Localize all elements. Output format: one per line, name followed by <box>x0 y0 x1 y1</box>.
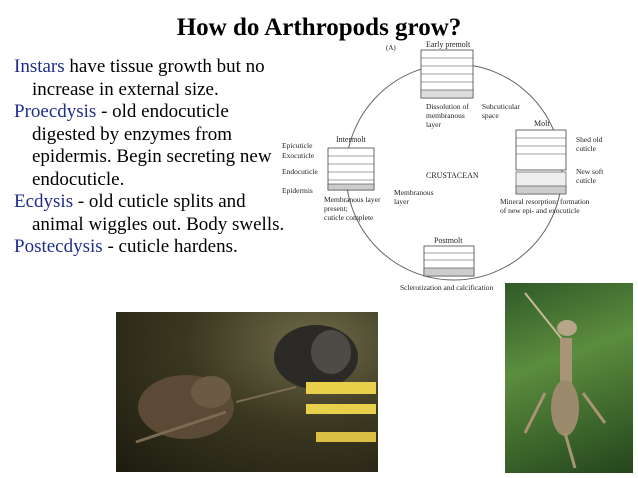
label-mineral-1: Mineral resorption; formation <box>500 197 590 206</box>
bullet-list: Instars have tissue growth but no increa… <box>14 56 294 259</box>
desc-postecdysis: - cuticle hardens. <box>102 236 238 257</box>
label-epicuticle: Epicuticle <box>282 141 313 150</box>
label-subcuticular-2: space <box>482 111 499 120</box>
label-intermolt: Intermolt <box>336 135 367 144</box>
label-new-soft-2: cuticle <box>576 176 597 185</box>
label-shed-2: cuticle <box>576 144 597 153</box>
label-exocuticle: Exocuticle <box>282 151 315 160</box>
label-molt: Molt <box>534 119 550 128</box>
label-sclerotization-1: Sclerotization and calcification <box>400 283 494 292</box>
bullet-proecdysis: Proecdysis - old endocuticle digested by… <box>14 101 294 191</box>
slide-title: How do Arthropods grow? <box>176 14 462 41</box>
label-crustacean: CRUSTACEAN <box>426 171 479 180</box>
bullet-instars: Instars have tissue growth but no increa… <box>14 56 294 101</box>
label-dissolution-2: membranous <box>426 111 465 120</box>
label-membranous-layer-2: layer <box>394 197 409 206</box>
block-early-premolt <box>420 49 474 99</box>
desc-instars: have tissue growth but no increase in ex… <box>32 56 265 100</box>
label-membranous-layer-1: Membranous <box>394 188 434 197</box>
label-new-soft-1: New soft <box>576 167 604 176</box>
term-proecdysis: Proecdysis <box>14 101 97 122</box>
dragonfly-molt-photo <box>116 312 378 472</box>
label-mineral-2: of new epi- and exocuticle <box>500 206 580 215</box>
label-endocuticle: Endocuticle <box>282 167 318 176</box>
desc-ecdysis: - old cuticle splits and animal wiggles … <box>32 191 285 235</box>
label-membranous-present-1: Membranous layer <box>324 195 381 204</box>
label-epidermis: Epidermis <box>282 186 313 195</box>
label-early-premolt: Early premolt <box>426 40 471 49</box>
block-postmolt <box>423 245 475 277</box>
diagram-panel-label: (A) <box>386 44 396 52</box>
label-dissolution-1: Dissolution of <box>426 102 469 111</box>
label-postmolt: Postmolt <box>434 236 463 245</box>
bullet-ecdysis: Ecdysis - old cuticle splits and animal … <box>14 191 294 236</box>
desc-proecdysis: - old endocuticle digested by enzymes fr… <box>32 101 272 190</box>
label-membranous-present-2: present; <box>324 204 348 213</box>
bullet-postecdysis: Postecdysis - cuticle hardens. <box>14 236 294 259</box>
molt-cycle-diagram: (A) Early premolt Dissolution of membran… <box>282 40 604 292</box>
label-membranous-present-3: cuticle complete <box>324 213 374 222</box>
block-molt <box>515 129 567 195</box>
term-instars: Instars <box>14 56 65 77</box>
label-dissolution-3: layer <box>426 120 441 129</box>
term-ecdysis: Ecdysis <box>14 191 74 212</box>
label-shed-1: Shed old <box>576 135 603 144</box>
mantis-molt-photo <box>505 283 633 473</box>
term-postecdysis: Postecdysis <box>14 236 103 257</box>
block-intermolt <box>327 147 375 191</box>
label-subcuticular-1: Subcuticular <box>482 102 520 111</box>
